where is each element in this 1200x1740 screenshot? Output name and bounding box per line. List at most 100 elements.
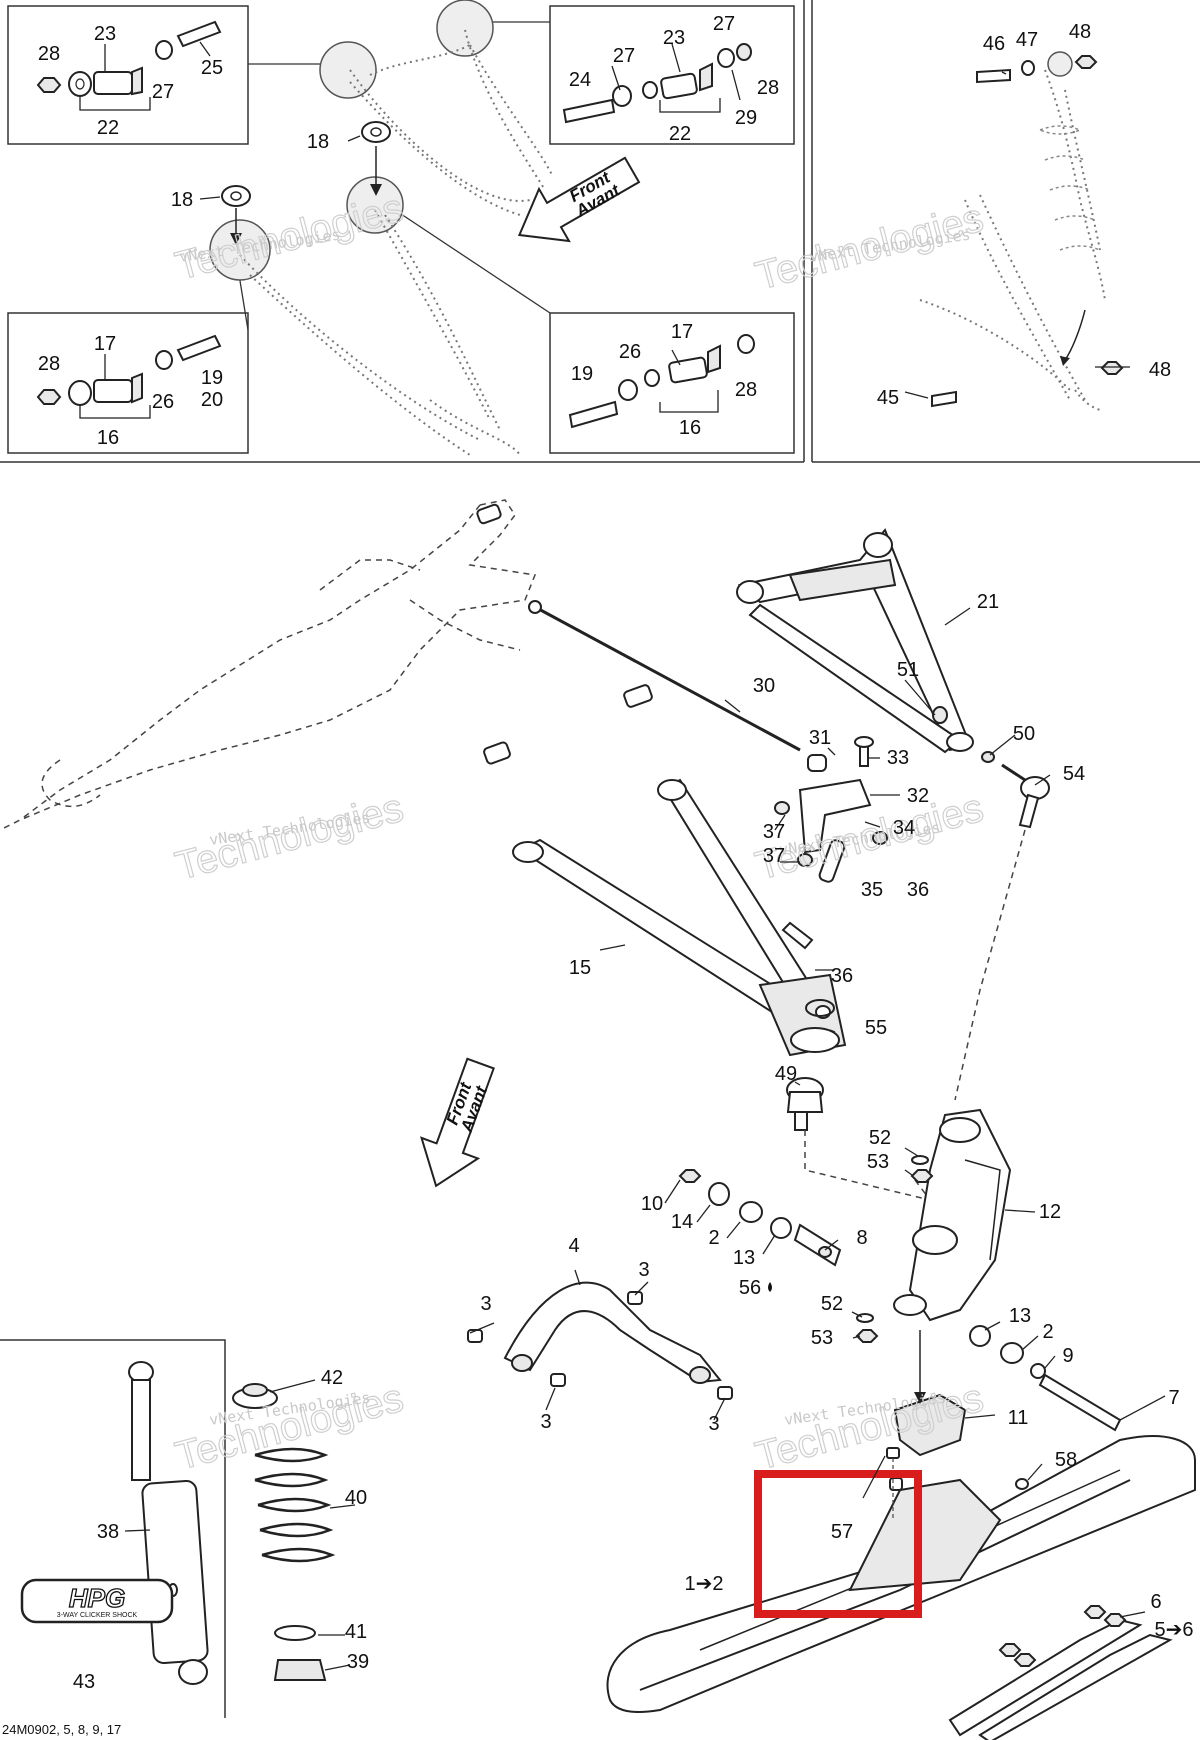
callout-52-b: 52 xyxy=(821,1293,843,1315)
callout-27: 27 xyxy=(152,81,174,103)
callout-29: 29 xyxy=(735,107,757,129)
spindle-hardware xyxy=(678,1169,1122,1432)
lower-a-arm-15 xyxy=(512,778,847,1057)
callout-45: 45 xyxy=(877,387,899,409)
callout-1-to-2: 1➔2 xyxy=(684,1573,723,1595)
callout-25: 25 xyxy=(201,57,223,79)
callout-26-b: 26 xyxy=(619,341,641,363)
callout-24: 24 xyxy=(569,69,591,91)
callout-20: 20 xyxy=(201,389,223,411)
callout-3: 3 xyxy=(638,1259,649,1281)
bushing-18-lower xyxy=(221,185,252,207)
callout-48: 48 xyxy=(1069,21,1091,43)
callout-2: 2 xyxy=(708,1227,719,1249)
shock-absorber-38 xyxy=(128,1361,209,1685)
detail-connectors xyxy=(234,21,551,331)
detail-box-upper-right xyxy=(549,5,795,145)
callout-16: 16 xyxy=(97,427,119,449)
callout-58: 58 xyxy=(1055,1449,1077,1471)
callout-22-b: 22 xyxy=(669,123,691,145)
ski-mount-11 xyxy=(893,1330,967,1457)
hpg-logo: HPG 3-WAY CLICKER SHOCK xyxy=(20,1578,174,1624)
callout-37: 37 xyxy=(763,821,785,843)
callout-28-d: 28 xyxy=(735,379,757,401)
ski xyxy=(606,1435,1196,1713)
callout-28: 28 xyxy=(38,43,60,65)
callout-19-b: 19 xyxy=(571,363,593,385)
callout-52: 52 xyxy=(869,1127,891,1149)
detail-box-lower-left xyxy=(7,312,249,454)
bushing-18-upper xyxy=(361,121,392,143)
callout-35: 35 xyxy=(861,879,883,901)
front-arrow-icon-mid: Front Avant xyxy=(420,1057,495,1188)
callout-7: 7 xyxy=(1168,1387,1179,1409)
callout-9: 9 xyxy=(1062,1345,1073,1367)
callout-labels: 23 28 27 22 25 27 23 27 24 28 22 29 18 1… xyxy=(38,13,1194,1693)
callout-18: 18 xyxy=(307,131,329,153)
trailing-arm-outline xyxy=(919,194,1101,411)
callout-17: 17 xyxy=(94,333,116,355)
callout-22: 22 xyxy=(97,117,119,139)
callout-3-c: 3 xyxy=(540,1411,551,1433)
spindle-12 xyxy=(893,1108,1012,1322)
detail-box-upper-left xyxy=(7,5,249,145)
shock-absorber-outline xyxy=(1039,51,1106,301)
callout-23-b: 23 xyxy=(663,27,685,49)
callout-39: 39 xyxy=(347,1651,369,1673)
nut-washer-52-53-lower xyxy=(855,1313,879,1343)
logo-subtext: 3-WAY CLICKER SHOCK xyxy=(57,1612,138,1619)
callout-19: 19 xyxy=(201,367,223,389)
callout-30: 30 xyxy=(753,675,775,697)
callout-23: 23 xyxy=(94,23,116,45)
upper-a-arm-outline xyxy=(319,0,553,216)
sway-bar-30 xyxy=(528,600,827,772)
lower-a-arm-outline xyxy=(209,176,521,456)
callout-50: 50 xyxy=(1013,723,1035,745)
callout-6: 6 xyxy=(1150,1591,1161,1613)
callout-36-b: 36 xyxy=(831,965,853,987)
callout-28-c: 28 xyxy=(38,353,60,375)
ball-joint-49 xyxy=(786,1077,824,1131)
callout-36: 36 xyxy=(907,879,929,901)
top-left-panel xyxy=(0,0,805,463)
pivot-arrows xyxy=(230,146,382,245)
callout-14: 14 xyxy=(671,1211,693,1233)
callout-56: 56 xyxy=(739,1277,761,1299)
detail-lr-parts xyxy=(568,334,755,429)
callout-3-b: 3 xyxy=(480,1293,491,1315)
callout-16-b: 16 xyxy=(679,417,701,439)
detail-ul-parts xyxy=(36,20,222,97)
ring-41 xyxy=(274,1625,316,1641)
callout-4: 4 xyxy=(568,1235,579,1257)
callout-53: 53 xyxy=(867,1151,889,1173)
callout-12: 12 xyxy=(1039,1201,1061,1223)
detail-ur-parts xyxy=(562,43,752,124)
top-right-panel xyxy=(811,0,1200,463)
callout-15: 15 xyxy=(569,957,591,979)
callout-38: 38 xyxy=(97,1521,119,1543)
spring-stopper-39 xyxy=(273,1659,327,1681)
ball-joint-54 xyxy=(981,751,1050,829)
callout-54: 54 xyxy=(1063,763,1085,785)
chassis-mounts xyxy=(476,503,653,765)
highlight-box xyxy=(754,1470,922,1618)
front-arrow-icon-top: Front Avant xyxy=(517,156,641,243)
callout-10: 10 xyxy=(641,1193,663,1215)
callout-48-b: 48 xyxy=(1149,359,1171,381)
document-code: 24M0902, 5, 8, 9, 17 xyxy=(2,1722,122,1737)
callout-13: 13 xyxy=(733,1247,755,1269)
watermark-big-5: Technologies xyxy=(171,1376,408,1479)
logo-text: HPG xyxy=(69,1583,125,1613)
callout-17-b: 17 xyxy=(671,321,693,343)
callout-43: 43 xyxy=(73,1671,95,1693)
callout-37-b: 37 xyxy=(763,845,785,867)
callout-31: 31 xyxy=(809,727,831,749)
callout-18-b: 18 xyxy=(171,189,193,211)
callout-55: 55 xyxy=(865,1017,887,1039)
callout-11: 11 xyxy=(1008,1407,1029,1429)
callout-46: 46 xyxy=(983,33,1005,55)
nut-washer-52-53-upper xyxy=(910,1155,934,1183)
callout-28-b: 28 xyxy=(757,77,779,99)
alignment-dashes xyxy=(804,829,1026,1201)
callout-21: 21 xyxy=(977,591,999,613)
